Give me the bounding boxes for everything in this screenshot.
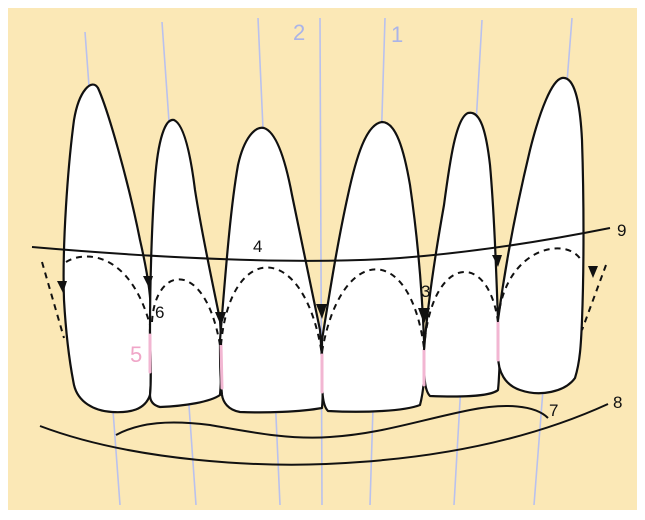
label-4: 4	[253, 237, 262, 256]
label-8: 8	[613, 393, 622, 412]
label-3: 3	[421, 282, 430, 301]
label-7: 7	[549, 401, 558, 420]
label-5: 5	[130, 342, 142, 367]
label-axis-2: 2	[293, 20, 305, 45]
label-axis-1: 1	[391, 22, 403, 47]
label-9: 9	[617, 221, 626, 240]
label-6: 6	[155, 303, 164, 322]
contact-mark	[221, 345, 222, 388]
